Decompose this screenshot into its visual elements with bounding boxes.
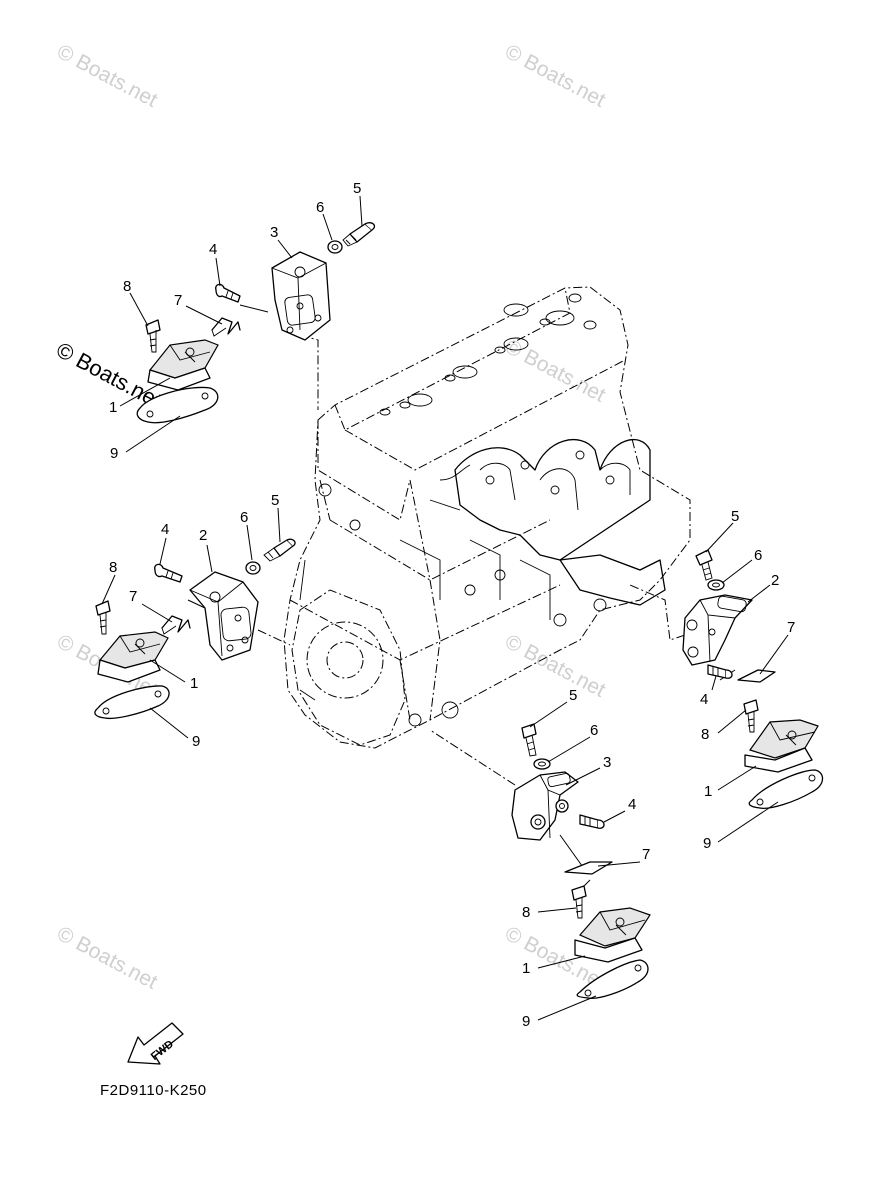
- washer-6-right: [707, 579, 725, 591]
- callout-r-6: 6: [754, 547, 762, 564]
- callout-ul-9: 9: [110, 445, 118, 462]
- bolt-5-bottom: [521, 723, 537, 739]
- callout-r-8: 8: [701, 726, 709, 743]
- callout-ul-7: 7: [174, 292, 182, 309]
- callout-ml-5: 5: [271, 492, 279, 509]
- bolt-4-bottom: [579, 814, 599, 829]
- callout-b-5: 5: [569, 687, 577, 704]
- callout-b-4: 4: [628, 796, 636, 813]
- callout-b-8: 8: [522, 904, 530, 921]
- bolt-8-middle-left: [95, 600, 111, 616]
- callout-ml-1: 1: [190, 675, 198, 692]
- callout-ml-8: 8: [109, 559, 117, 576]
- engine-mount-1-bottom: [579, 907, 651, 947]
- bolt-5-right: [695, 549, 713, 566]
- mount-bottom: [511, 723, 651, 999]
- stopper-7-upper-left: [211, 317, 241, 335]
- mount-upper-left: [136, 222, 376, 424]
- washer-6-upper-left: [327, 240, 343, 254]
- stopper-7-bottom: [564, 861, 613, 875]
- callout-leaders: [101, 195, 789, 1021]
- callout-ml-4: 4: [161, 521, 169, 538]
- callout-b-3: 3: [603, 754, 611, 771]
- callout-ml-7: 7: [129, 588, 137, 605]
- callout-ul-6: 6: [316, 199, 324, 216]
- plate-9-bottom: [576, 959, 649, 999]
- callout-ul-4: 4: [209, 241, 217, 258]
- washer-6-bottom: [533, 758, 551, 770]
- callout-ml-6: 6: [240, 509, 248, 526]
- callout-r-1: 1: [704, 783, 712, 800]
- callout-r-4: 4: [700, 691, 708, 708]
- bracket-2-right: [682, 594, 753, 666]
- bolt-8-bottom: [571, 885, 587, 901]
- diagram-code: F2D9110-K250: [100, 1082, 207, 1099]
- plate-9-right: [748, 769, 824, 809]
- bolt-4-right: [707, 664, 727, 679]
- bolt-8-upper-left: [145, 319, 161, 335]
- callout-b-9: 9: [522, 1013, 530, 1030]
- callout-b-6: 6: [590, 722, 598, 739]
- callout-ul-1: 1: [109, 399, 117, 416]
- engine-block: [283, 286, 691, 749]
- plate-9-upper-left: [136, 386, 219, 424]
- callout-r-7: 7: [787, 619, 795, 636]
- stopper-7-right: [737, 669, 776, 683]
- mount-middle-left: [94, 538, 296, 720]
- bracket-2-middle-left: [189, 571, 259, 661]
- bolt-4-upper-left: [215, 283, 241, 303]
- callout-r-9: 9: [703, 835, 711, 852]
- callout-ul-8: 8: [123, 278, 131, 295]
- callout-numbers: 5 6 3 4 8 7 1 9 5 6 4 2 8 7 1 9 5 6 2 7 …: [109, 180, 795, 1030]
- callout-ul-5: 5: [353, 180, 361, 197]
- callout-b-1: 1: [522, 960, 530, 977]
- callout-r-5: 5: [731, 508, 739, 525]
- callout-ul-3: 3: [270, 224, 278, 241]
- callout-r-2: 2: [771, 572, 779, 589]
- stopper-7-middle-left: [161, 615, 191, 633]
- callout-ml-9: 9: [192, 733, 200, 750]
- washer-6-middle-left: [245, 561, 261, 575]
- fwd-arrow-icon: FWD: [127, 1022, 184, 1065]
- plate-9-middle-left: [94, 685, 170, 720]
- callout-ml-2: 2: [199, 527, 207, 544]
- bolt-8-right: [743, 699, 759, 715]
- callout-b-7: 7: [642, 846, 650, 863]
- bolt-4-middle-left: [154, 563, 183, 583]
- mount-right: [682, 549, 824, 809]
